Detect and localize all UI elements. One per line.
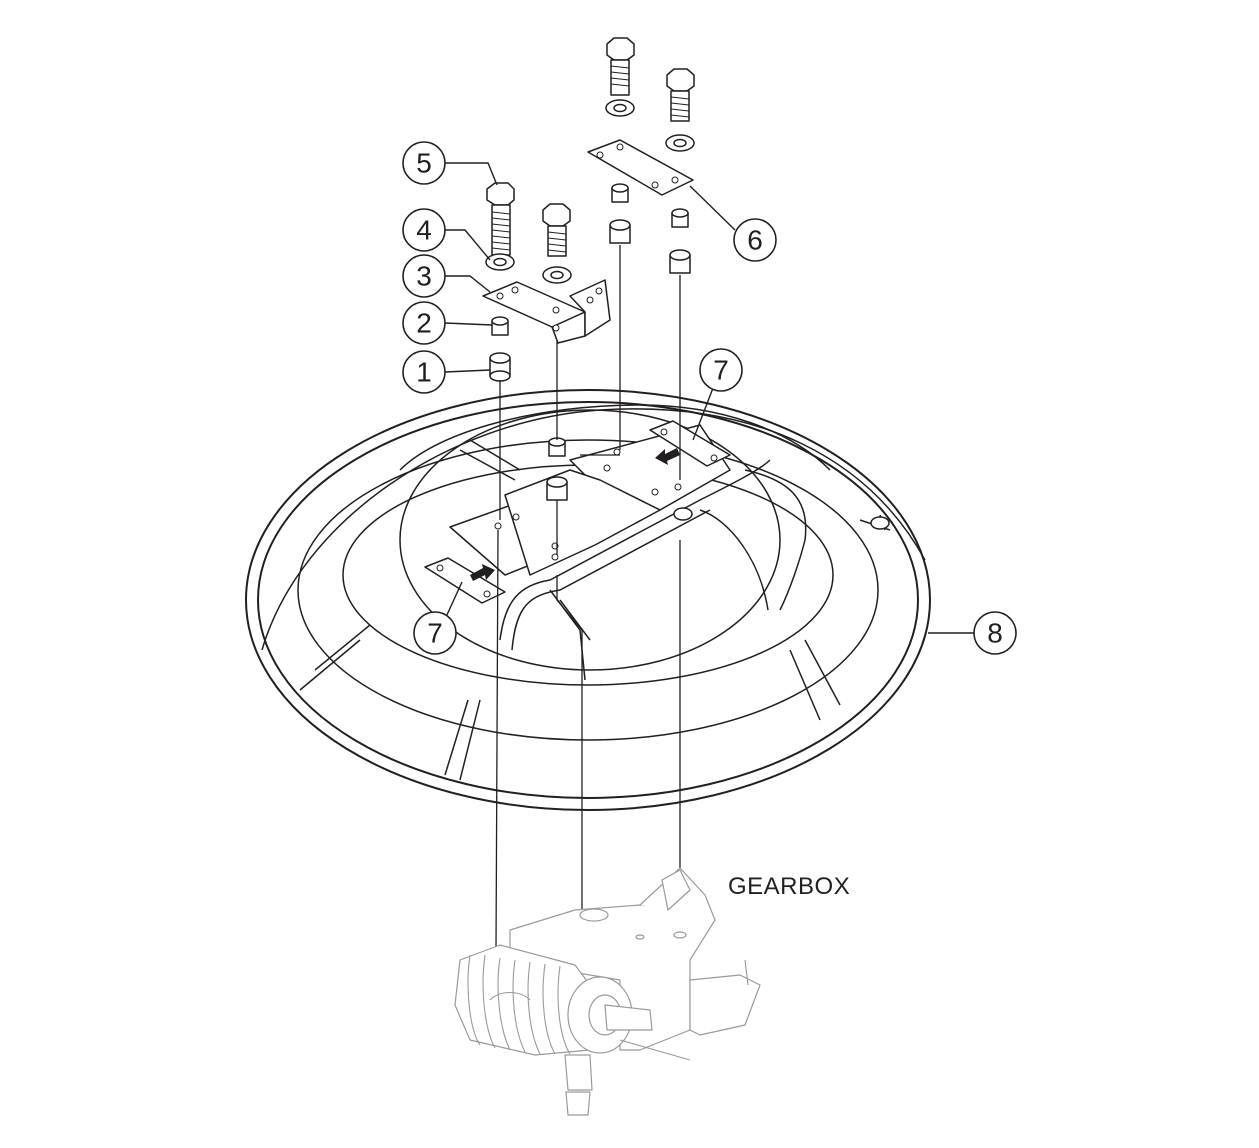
- callout-6: 6: [689, 185, 777, 262]
- callout-4-label: 4: [416, 215, 432, 246]
- callout-1: 1: [402, 350, 491, 394]
- fastener-stack-a: [485, 182, 515, 382]
- callout-1-label: 1: [416, 357, 432, 388]
- callout-7-right-label: 7: [713, 355, 729, 386]
- callout-2-label: 2: [416, 308, 432, 339]
- callout-4: 4: [402, 208, 491, 261]
- spacer-plate-right: [649, 420, 731, 467]
- gearbox-label: GEARBOX: [728, 873, 850, 900]
- assembly-axis-lines: [495, 245, 681, 965]
- left-bracket: [482, 279, 611, 344]
- callout-7-left: 7: [413, 581, 463, 655]
- callout-3-label: 3: [416, 261, 432, 292]
- gearbox: [454, 867, 761, 1116]
- callout-7-left-label: 7: [427, 618, 443, 649]
- fastener-stack-c: [605, 37, 635, 244]
- guard-hood: [245, 389, 931, 811]
- callout-2: 2: [402, 301, 493, 345]
- callout-5: 5: [402, 141, 498, 186]
- callout-3: 3: [402, 254, 491, 298]
- direction-arrow-icon: [655, 448, 680, 465]
- mount-frame: [449, 424, 890, 681]
- direction-arrow-icon: [470, 564, 495, 581]
- callout-8-label: 8: [987, 618, 1003, 649]
- fastener-stack-b: [542, 203, 572, 501]
- callout-8: 8: [928, 611, 1017, 655]
- spacer-plate-left: [424, 557, 506, 604]
- callout-7-right: 7: [692, 348, 743, 441]
- fastener-stack-d: [665, 68, 695, 274]
- callout-6-label: 6: [747, 225, 763, 256]
- callout-5-label: 5: [416, 148, 432, 179]
- right-strap: [587, 139, 694, 196]
